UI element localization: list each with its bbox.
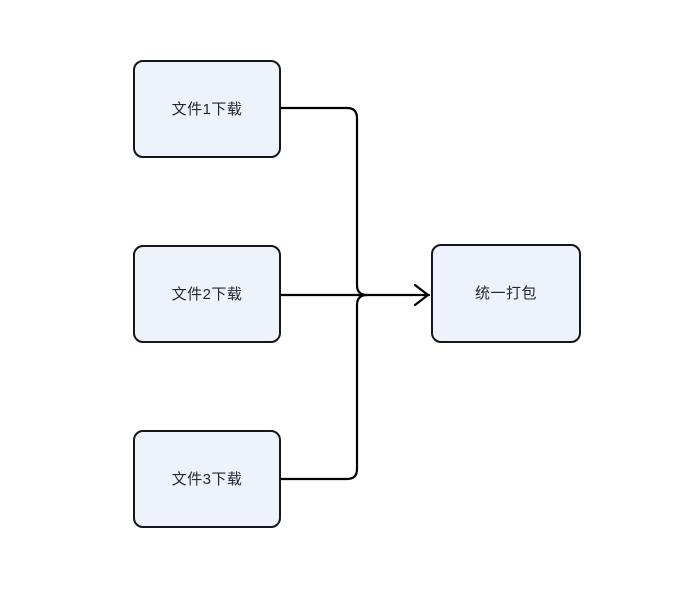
node-file2-label: 文件2下载 xyxy=(171,285,243,303)
node-file1-label: 文件1下载 xyxy=(171,100,243,118)
node-unified-package[interactable]: 统一打包 xyxy=(431,244,581,343)
edge-file3-to-pack[interactable] xyxy=(279,293,369,481)
node-unified-package-label: 统一打包 xyxy=(474,285,537,302)
arrowhead-icon xyxy=(413,283,430,307)
node-file1[interactable]: 文件1下载 xyxy=(133,60,281,158)
node-file2[interactable]: 文件2下载 xyxy=(133,245,281,343)
node-file3[interactable]: 文件3下载 xyxy=(133,430,281,528)
edge-file1-to-pack[interactable] xyxy=(279,106,369,297)
node-file3-label: 文件3下载 xyxy=(171,470,243,488)
